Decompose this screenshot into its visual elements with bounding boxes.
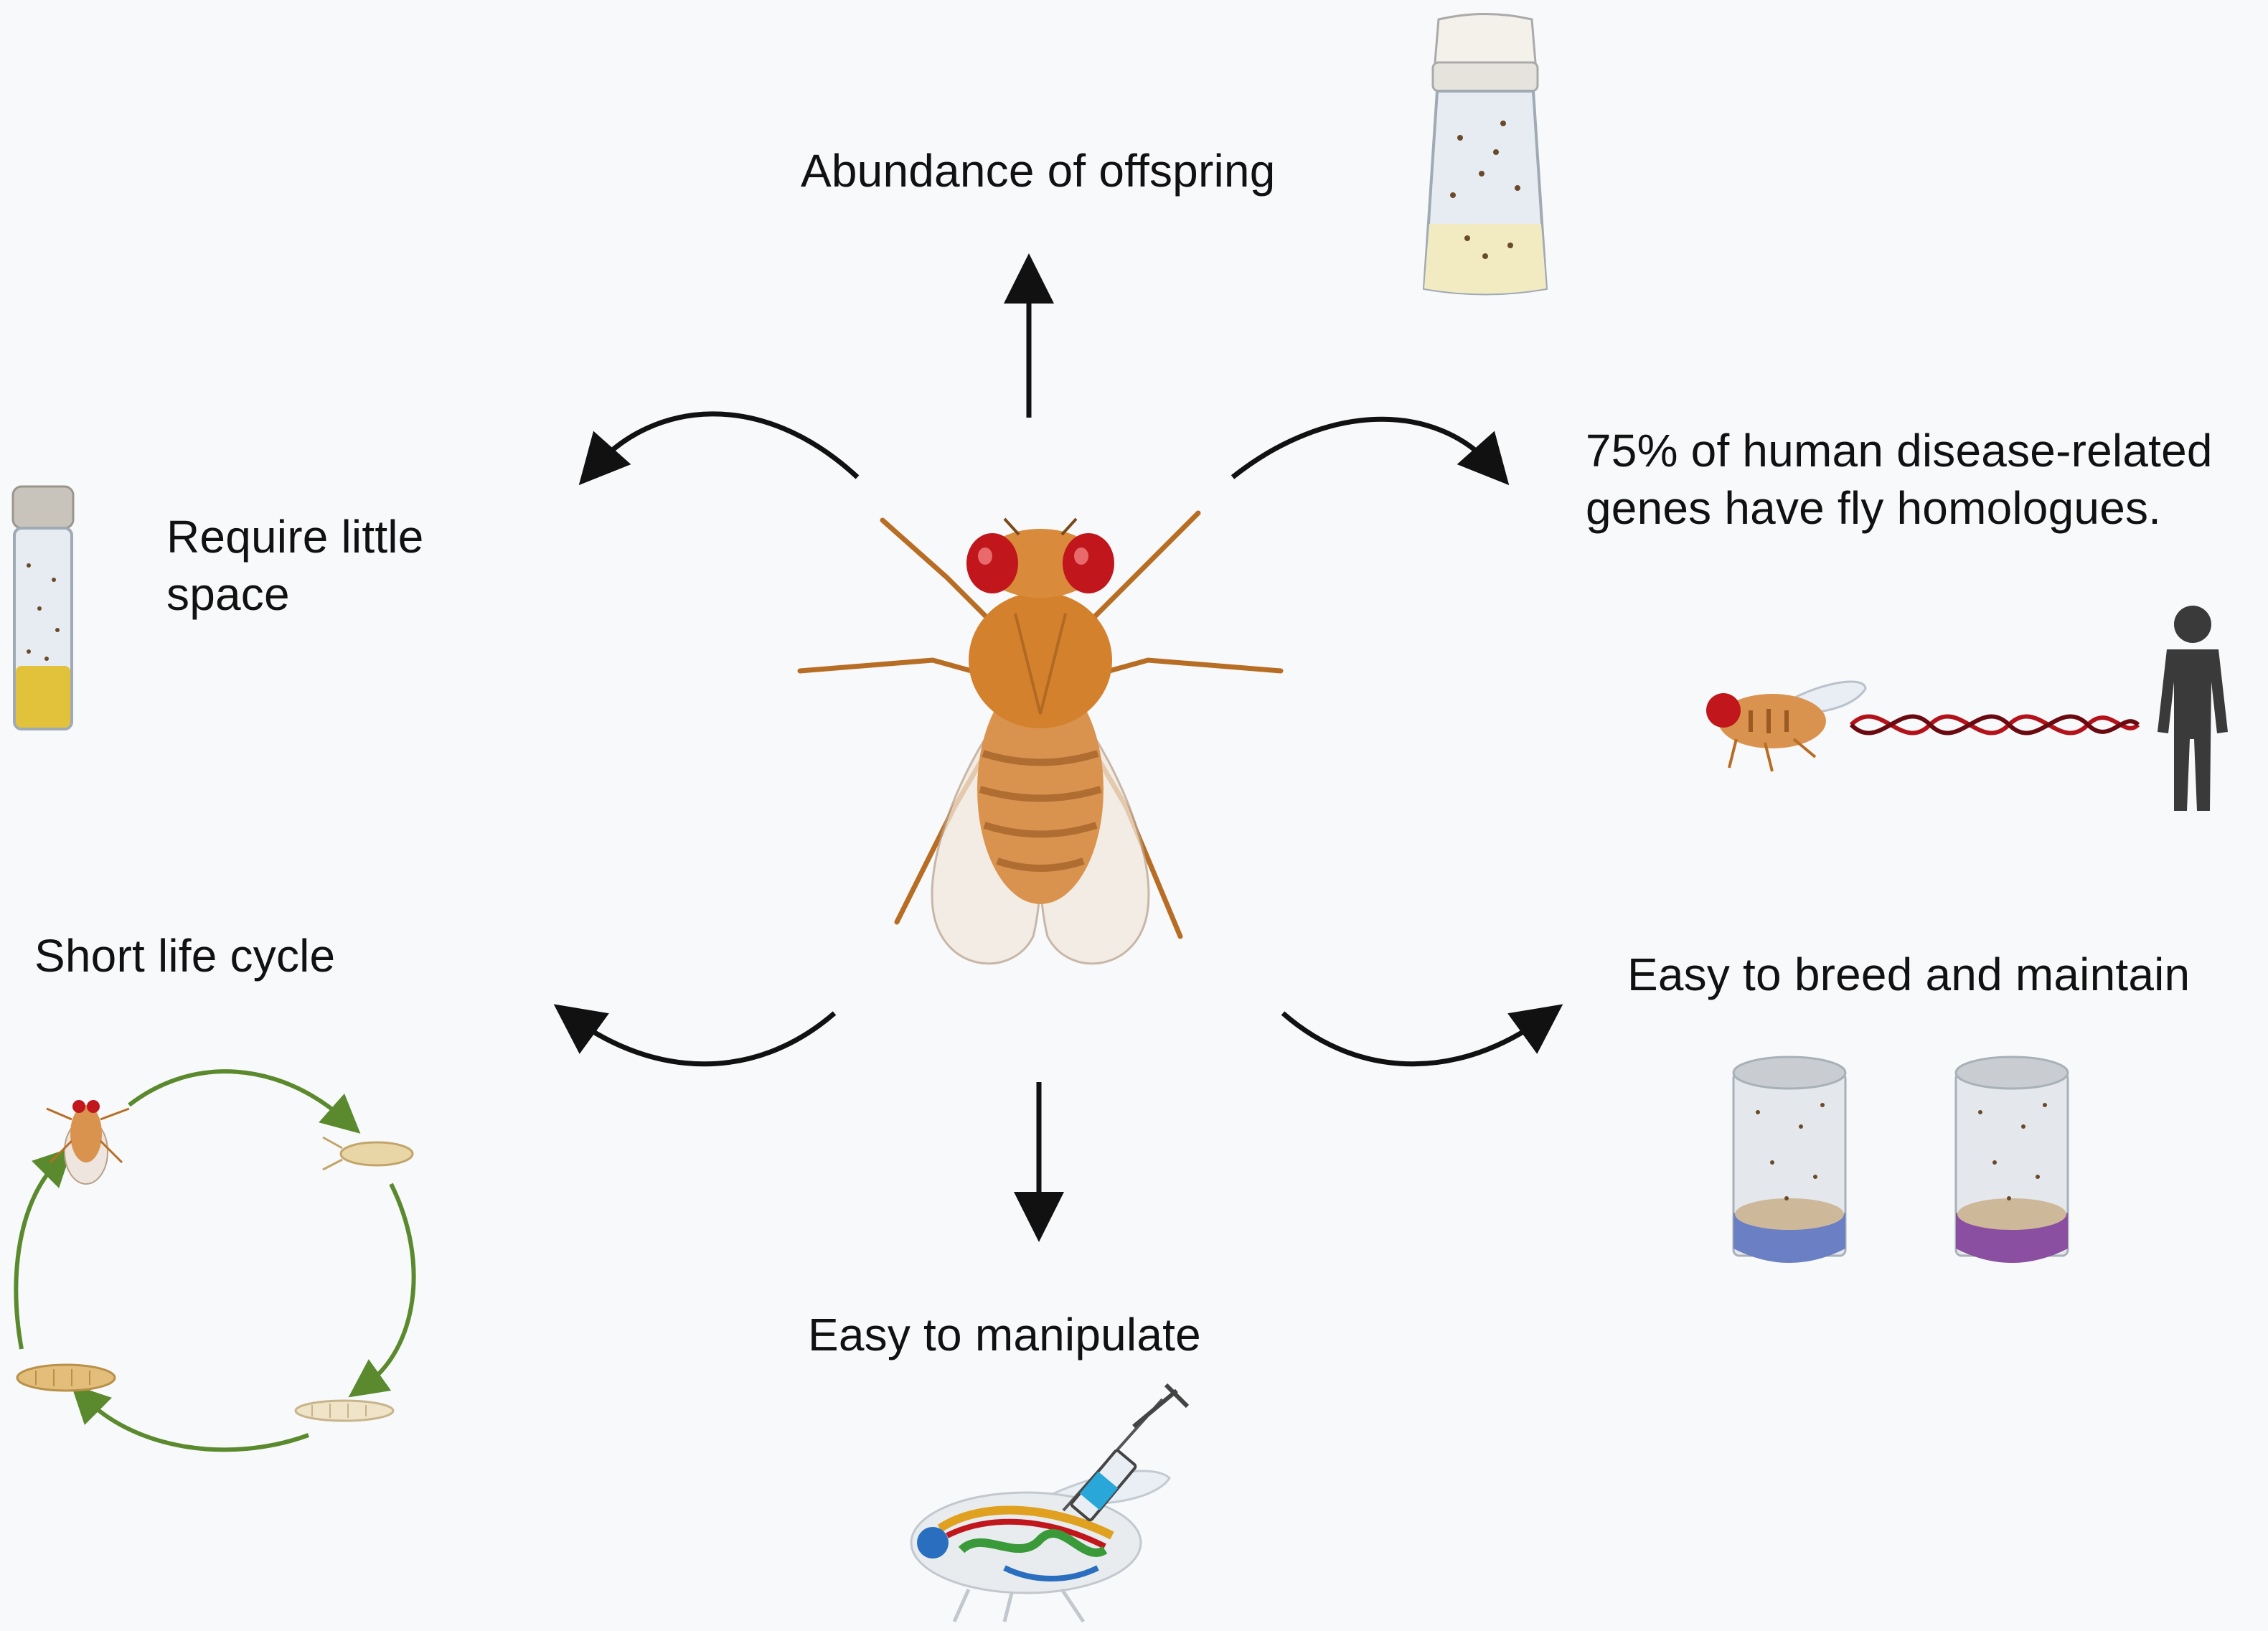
label-homologues-line2: genes have fly homologues. [1586, 482, 2162, 534]
adult-fly-stage [46, 1100, 130, 1185]
label-require-little-space-line2: space [166, 568, 290, 620]
arrow-upper-left [578, 411, 860, 486]
cycle-arrow-bottom [70, 1383, 310, 1452]
cycle-arrow-right [348, 1183, 416, 1398]
fly-culture-bottle-icon [1422, 13, 1548, 296]
cycle-arrow-left [14, 1147, 73, 1350]
jar-blue [1732, 1056, 1847, 1263]
life-cycle-diagram-icon [14, 1069, 416, 1452]
fly-dna-human-icon [1706, 606, 2228, 811]
injected-fly-icon [910, 1383, 1190, 1623]
label-abundance-of-offspring: Abundance of offspring [801, 145, 1276, 197]
arrow-lower-right [1281, 1004, 1563, 1067]
arrow-lower-left [553, 1004, 837, 1067]
cycle-arrow-top [128, 1069, 361, 1134]
label-easy-to-breed: Easy to breed and maintain [1627, 949, 2191, 1000]
early-larva-stage [16, 1363, 116, 1392]
label-homologues-line1: 75% of human disease-related [1586, 425, 2213, 476]
label-short-life-cycle: Short life cycle [34, 930, 336, 982]
fly-vial-icon [11, 485, 75, 730]
arrow-upper-right [1231, 416, 1510, 486]
fly-cage-jars-icon [1732, 1056, 2069, 1263]
fruit-fly-icon [797, 510, 1284, 965]
larva-stage [294, 1399, 395, 1422]
label-require-little-space-line1: Require little [166, 511, 424, 563]
pupa-stage [322, 1136, 414, 1171]
label-easy-to-manipulate: Easy to manipulate [808, 1309, 1201, 1360]
jar-purple [1954, 1056, 2069, 1263]
